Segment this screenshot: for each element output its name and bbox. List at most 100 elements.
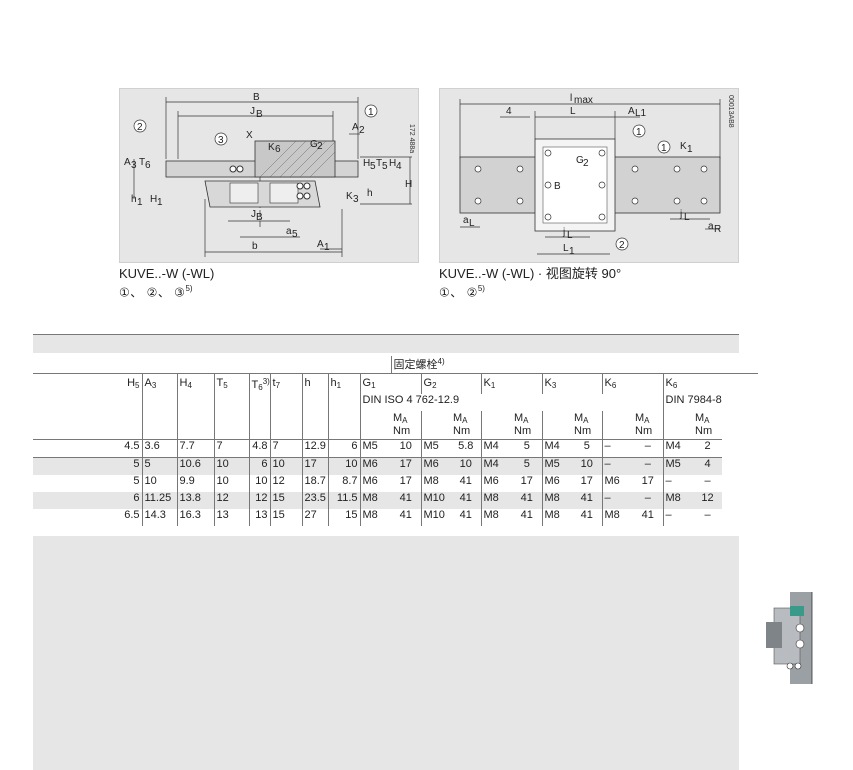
svg-text:1: 1 <box>324 242 330 253</box>
table-cell: M4 <box>662 439 693 458</box>
table-cell: 12 <box>693 492 722 509</box>
svg-text:max: max <box>574 95 593 106</box>
table-cell: 14.3 <box>141 509 177 526</box>
svg-text:B: B <box>256 109 263 120</box>
table-cell: 4.8 <box>248 439 270 458</box>
caption-right-refs: ①、 ② <box>439 285 478 300</box>
svg-text:1: 1 <box>157 197 163 208</box>
table-cell: – <box>601 492 633 509</box>
svg-text:3: 3 <box>353 194 359 205</box>
table-cell: 41 <box>572 492 602 509</box>
table-cell: M8 <box>601 509 633 526</box>
table-cell: 6 <box>33 492 142 509</box>
din-iso-label: DIN ISO 4 762-12.9 <box>359 394 663 411</box>
din-row: DIN ISO 4 762-12.9 DIN 7984-8.8 <box>33 394 758 411</box>
table-cell: 7 <box>269 439 302 458</box>
table-cell: 10 <box>141 475 177 492</box>
svg-text:L1: L1 <box>635 108 647 119</box>
table-cell: M10 <box>420 509 451 526</box>
svg-text:H: H <box>405 179 412 190</box>
svg-text:4: 4 <box>396 161 402 172</box>
svg-text:A: A <box>124 157 131 168</box>
svg-text:1: 1 <box>636 127 642 138</box>
table-cell: – <box>633 457 663 475</box>
group-header-row: 固定螺栓4) <box>33 356 759 374</box>
table-cell: 17 <box>641 475 654 487</box>
table-cell: 16.3 <box>176 509 214 526</box>
table-cell: M6 <box>420 457 451 475</box>
table-cell: 10 <box>213 457 249 475</box>
table-cell: M8 <box>420 475 451 492</box>
table-cell: M5 <box>420 439 451 458</box>
table-cell: 10 <box>572 457 602 475</box>
table-cell: 41 <box>451 492 481 509</box>
table-cell: 8.7 <box>327 475 360 492</box>
table-cell: M6 <box>359 457 391 475</box>
din-7984-label: DIN 7984-8.8 <box>662 394 722 411</box>
table-cell: 5.8 <box>451 439 481 458</box>
table-cell: – <box>601 457 633 475</box>
svg-text:A: A <box>317 239 324 250</box>
table-cell: M5 <box>541 457 572 475</box>
table-cell: 17 <box>399 475 412 487</box>
svg-text:l: l <box>570 93 572 104</box>
table-cell: M8 <box>359 509 391 526</box>
table-cell: 10.6 <box>176 457 214 475</box>
table-cell: – <box>633 492 663 509</box>
table-cell: M8 <box>541 509 572 526</box>
svg-text:K: K <box>268 142 275 153</box>
table-cell: 4 <box>693 457 722 475</box>
table-cell: 5 <box>33 457 142 475</box>
table-cell: – <box>704 475 711 487</box>
svg-text:5: 5 <box>292 229 298 240</box>
caption-left: KUVE..-W (-WL) ①、 ②、 ③5) <box>119 266 214 300</box>
table-cell: 41 <box>641 509 654 521</box>
table-cell: 23.5 <box>301 492 328 509</box>
table-cell: 27 <box>301 509 328 526</box>
svg-text:H: H <box>389 158 396 169</box>
table-cell: 7.7 <box>176 439 214 458</box>
svg-text:b: b <box>252 241 258 252</box>
svg-text:X: X <box>246 130 253 141</box>
bottom-band <box>33 536 739 770</box>
table-cell: 3.6 <box>141 439 177 458</box>
caption-right: KUVE..-W (-WL) · 视图旋转 90° ①、 ②5) <box>439 266 621 300</box>
table-cell: 17 <box>520 475 533 487</box>
svg-text:1: 1 <box>569 246 575 257</box>
table-cell: 15 <box>269 509 302 526</box>
table-cell: 41 <box>512 492 542 509</box>
table-cell: 5 <box>572 439 602 458</box>
svg-text:G: G <box>310 139 318 150</box>
svg-text:00013AB8: 00013AB8 <box>727 95 734 128</box>
table-cell: 11.25 <box>141 492 177 509</box>
svg-text:a: a <box>708 221 714 232</box>
svg-text:L: L <box>469 218 475 229</box>
table-cell: 4.5 <box>33 439 142 458</box>
table-cell: 41 <box>391 492 421 509</box>
table-cell: 9.9 <box>176 475 214 492</box>
svg-text:h: h <box>131 194 137 205</box>
table-cell: 10 <box>451 457 481 475</box>
svg-text:1: 1 <box>137 197 143 208</box>
caption-right-sup: 5) <box>477 284 485 293</box>
table-cell: – <box>662 509 693 526</box>
table-cell: M8 <box>480 492 512 509</box>
table-cell: 5 <box>512 439 542 458</box>
svg-text:3: 3 <box>218 135 224 146</box>
table-cell: – <box>601 439 633 458</box>
svg-text:A: A <box>628 106 635 117</box>
table-cell: M6 <box>541 475 572 492</box>
table-cell: 12 <box>269 475 302 492</box>
svg-text:L: L <box>567 230 573 241</box>
